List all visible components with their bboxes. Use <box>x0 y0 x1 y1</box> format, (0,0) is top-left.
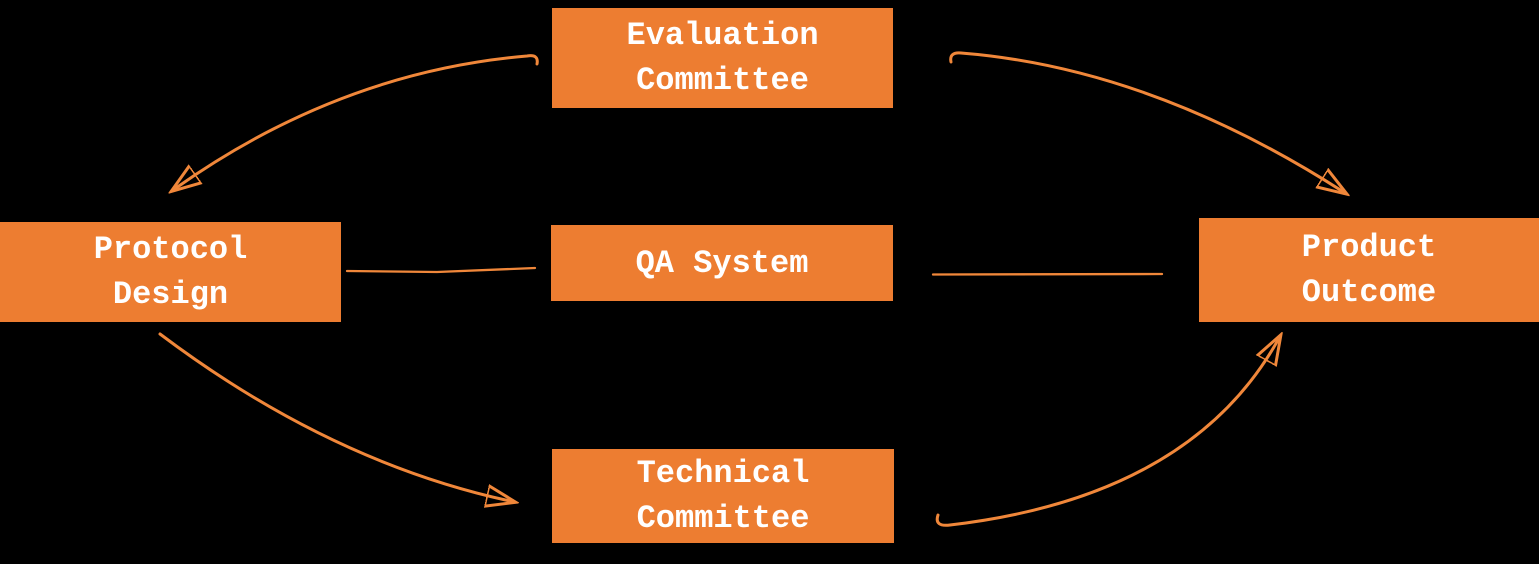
node-protocol-design: Protocol Design <box>0 222 341 322</box>
node-product-outcome: Product Outcome <box>1199 218 1539 322</box>
node-label-line: Outcome <box>1301 274 1437 311</box>
node-label-line: Protocol <box>93 231 248 268</box>
node-label-line: Design <box>112 276 229 313</box>
arrow-evaluation-to-protocol <box>176 54 539 188</box>
node-qa-system: QA System <box>551 225 893 301</box>
line-protocol-to-qa <box>345 266 537 274</box>
arrow-protocol-to-technical <box>158 332 510 501</box>
node-label-line: Technical <box>636 455 810 492</box>
node-label-line: Product <box>1301 229 1437 266</box>
node-technical-committee: Technical Committee <box>552 449 894 543</box>
arrow-evaluation-to-product <box>949 51 1342 191</box>
arrow-technical-to-product <box>935 340 1278 527</box>
node-evaluation-committee: Evaluation Committee <box>552 8 893 108</box>
node-label-line: Committee <box>636 500 810 537</box>
node-label-line: Committee <box>636 62 809 99</box>
line-qa-to-product <box>931 272 1164 276</box>
node-label-line: QA System <box>635 244 809 282</box>
node-label-line: Evaluation <box>626 17 819 54</box>
